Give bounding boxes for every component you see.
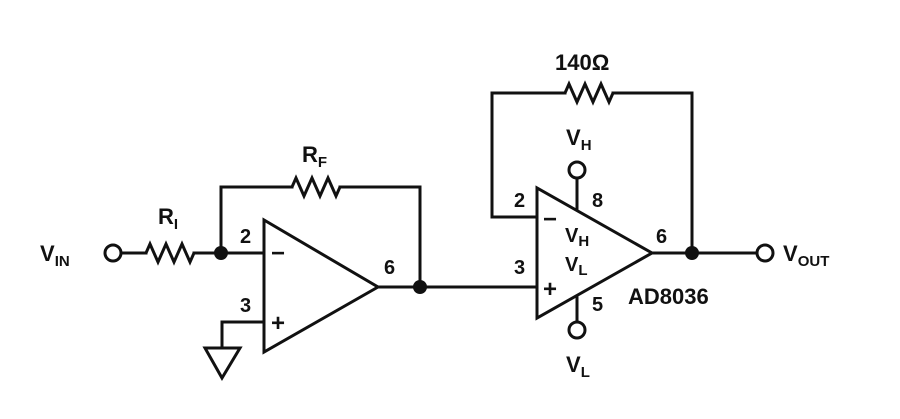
op-amp-1-pin-output: 6 (384, 257, 395, 279)
op-amp-2-pin-vl: 5 (592, 294, 603, 316)
resistor-140-ohm (563, 80, 615, 106)
op-amp-1-plus-sign: + (271, 310, 285, 337)
label-vout: VOUT (783, 241, 829, 270)
wire-feedback-right (611, 91, 694, 255)
wire-feedback-left (490, 91, 567, 219)
junction-inverting (214, 246, 228, 260)
wire-ground (220, 320, 266, 349)
wires (120, 91, 758, 349)
terminal-vl (567, 320, 587, 340)
label-feedback-resistor: 140Ω (555, 50, 609, 75)
label-vin: VIN (40, 241, 70, 270)
label-supply-vl: VL (566, 352, 590, 381)
op-amp-2-inner-vl: VL (565, 254, 588, 279)
op-amp-2-pin-inverting: 2 (514, 190, 525, 212)
label-supply-vh: VH (566, 125, 592, 154)
op-amp-1-pin-noninverting: 3 (240, 295, 251, 317)
op-amp-2-pin-noninverting: 3 (514, 257, 525, 279)
op-amp-2-ad8036 (535, 185, 656, 321)
junction-output (685, 246, 699, 260)
terminal-vin (103, 243, 123, 263)
terminal-vh (567, 160, 587, 180)
op-amp-2-inner-vh: VH (565, 225, 589, 250)
op-amp-2-minus-sign: − (543, 206, 557, 233)
resistor-ri (144, 240, 196, 266)
resistor-rf (290, 174, 342, 200)
op-amp-2-plus-sign: + (543, 276, 557, 303)
label-rf: RF (302, 142, 327, 171)
wire-rf-left (219, 185, 294, 255)
terminal-vout (755, 243, 775, 263)
op-amp-2-pin-vh: 8 (592, 190, 603, 212)
op-amp-1-minus-sign: − (271, 240, 285, 267)
op-amp-2-pin-output: 6 (656, 226, 667, 248)
op-amp-1-pin-inverting: 2 (240, 226, 251, 248)
ground-icon (202, 346, 243, 381)
label-ri: RI (158, 204, 178, 233)
junction-stage-output (413, 280, 427, 294)
wire-rf-right (338, 185, 422, 289)
label-part-number: AD8036 (628, 284, 709, 309)
op-amp-1 (262, 217, 381, 355)
